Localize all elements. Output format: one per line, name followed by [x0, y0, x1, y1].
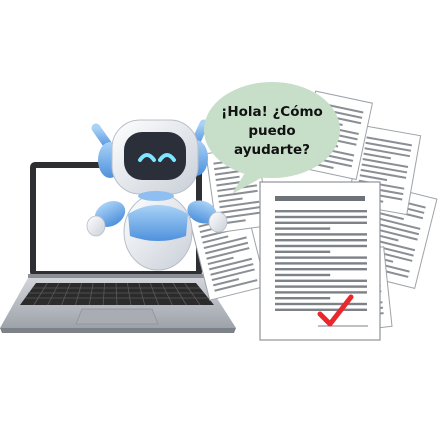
speech-bubble — [204, 82, 340, 194]
keyboard-key-divider — [127, 282, 132, 306]
document-text-line — [363, 152, 392, 160]
document-text-line — [275, 291, 367, 294]
document-text-line — [219, 200, 260, 209]
document-text-line — [374, 222, 420, 236]
document-text-line — [211, 268, 255, 282]
document-text-line — [275, 210, 367, 213]
document-text-line — [275, 239, 367, 242]
keyboard-key-divider — [184, 282, 201, 306]
document-text-line — [275, 279, 367, 282]
document-text-line — [320, 102, 364, 114]
document-text-line — [359, 174, 388, 182]
document-text-line — [365, 141, 412, 152]
document-text-line — [275, 250, 331, 253]
document-text-line — [204, 241, 249, 255]
speech-line-3: ayudarte? — [234, 141, 310, 158]
document-text-line — [220, 206, 261, 214]
document-text-line — [376, 211, 404, 221]
document-text-line — [275, 221, 367, 224]
document-text-line — [275, 233, 367, 236]
keyboard-key-divider — [172, 282, 187, 306]
document-text-line — [362, 158, 409, 169]
document-text-line — [360, 168, 407, 179]
document-text-line — [221, 219, 246, 225]
document-text-line — [217, 189, 258, 198]
keyboard-key-divider — [161, 282, 173, 306]
robot-assistant-icon — [86, 119, 228, 271]
document-text-line — [361, 163, 408, 174]
document-text-line — [370, 238, 416, 252]
document-text-line — [208, 257, 253, 271]
document-text-line — [218, 197, 243, 203]
document-text-line — [275, 244, 367, 248]
keyboard-key-divider — [75, 282, 83, 306]
document-text-line — [275, 262, 367, 265]
document-text-line — [275, 256, 367, 259]
document-text-line — [275, 268, 367, 271]
document-text-line — [364, 147, 411, 158]
speech-line-2: puedo — [248, 122, 296, 139]
speech-bubble-text: ¡Hola! ¿Cómo puedo ayudarte? — [208, 92, 336, 170]
document-text-line — [275, 285, 367, 288]
keyboard-key-divider — [149, 282, 159, 306]
document-text-line — [203, 236, 247, 250]
document-text-line — [206, 247, 250, 260]
document-text-line — [220, 211, 261, 220]
document-text-line — [212, 278, 240, 287]
document-text-line — [275, 302, 367, 306]
document-text-line — [207, 256, 234, 266]
document-text-line — [275, 227, 331, 230]
document-text-line — [214, 279, 258, 292]
document-text-line — [372, 227, 418, 241]
keyboard-key-divider — [115, 282, 118, 306]
keyboard-key-divider — [138, 282, 146, 306]
document-text-line — [366, 136, 412, 147]
keyboard-key-divider — [102, 282, 105, 306]
speech-line-1: ¡Hola! ¿Cómo — [221, 103, 323, 120]
document-text-line — [202, 235, 229, 244]
keyboard-key-divider — [33, 282, 48, 306]
checkmark-icon — [317, 294, 354, 327]
document-text-line — [275, 297, 331, 300]
document-text-line — [210, 263, 254, 276]
document-text-line — [275, 273, 331, 277]
document-text-line — [275, 215, 367, 219]
document-text-line — [215, 175, 240, 182]
document-text-line — [375, 216, 421, 230]
keyboard-key-divider — [61, 282, 71, 306]
keyboard-key-divider — [47, 282, 60, 306]
keyboard-key-divider — [88, 282, 94, 306]
document-text-line — [275, 308, 367, 311]
